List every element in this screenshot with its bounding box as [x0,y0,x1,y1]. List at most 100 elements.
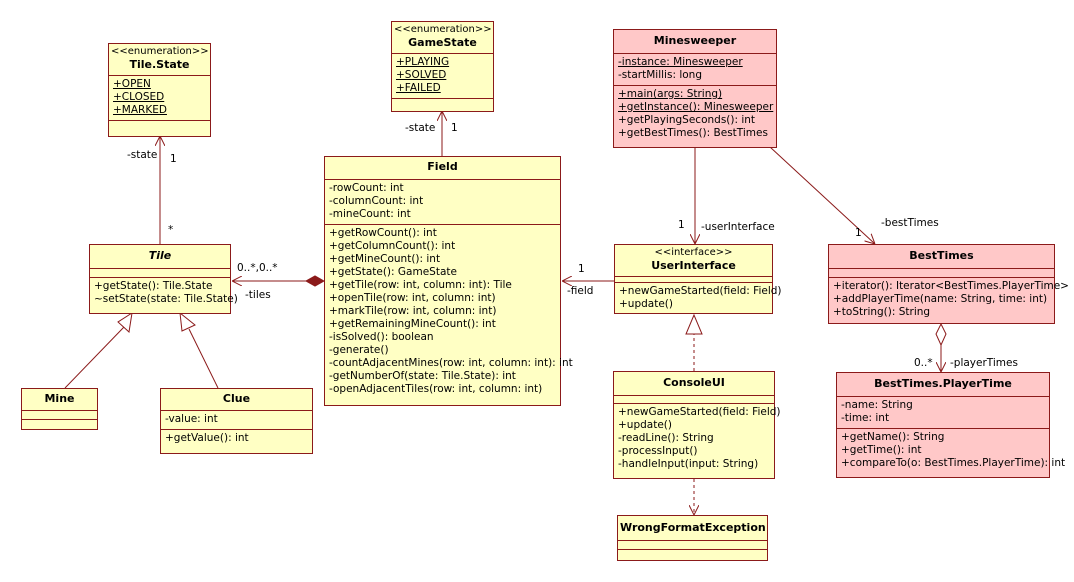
operations-section [618,550,767,556]
edge-mine-tile [64,326,125,389]
enum-literal: +PLAYING [396,56,450,68]
class-name: BestTimes.PlayerTime [874,377,1012,390]
operation: +newGameStarted(field: Field) [619,285,782,297]
operation: +getMineCount(): int [329,253,441,265]
enum-literal: +OPEN [113,78,151,90]
role-label-user-interface: -userInterface [701,221,775,233]
class-tile[interactable]: Tile +getState(): Tile.State ~setState(s… [89,244,238,314]
attribute: -name: String [841,399,913,411]
class-name: GameState [408,36,477,49]
class-best-times[interactable]: BestTimes +iterator(): Iterator<BestTime… [828,244,1069,324]
class-name: Field [427,160,458,173]
operation: +getBestTimes(): BestTimes [618,127,768,139]
realization-head [685,313,703,335]
multiplicity-field: 1 [578,263,585,275]
generalization-mine-head [117,311,133,333]
class-name: BestTimes [909,249,974,262]
enum-literal: +MARKED [113,104,167,116]
attribute: -value: int [165,413,218,425]
operation: +getRemainingMineCount(): int [329,318,496,330]
operation: -generate() [329,344,389,356]
class-game-state[interactable]: <<enumeration>> GameState +PLAYING +SOLV… [391,21,494,112]
class-tile-state[interactable]: <<enumeration>> Tile.State +OPEN +CLOSED… [108,43,211,137]
operation: +toString(): String [833,306,931,318]
operation: +iterator(): Iterator<BestTimes.PlayerTi… [833,280,1069,292]
operations-section [392,99,493,107]
multiplicity-tile-state: 1 [170,153,177,165]
role-label-field: -field [567,285,594,297]
operation: ~setState(state: Tile.State) [94,293,238,305]
operation: +markTile(row: int, column: int) [329,305,497,317]
operation: +getValue(): int [165,432,249,444]
operation: +getRowCount(): int [329,227,437,239]
multiplicity-game-state: 1 [451,122,458,134]
class-user-interface[interactable]: <<interface>> UserInterface +newGameStar… [614,244,782,314]
operations-section [109,121,210,129]
enum-literal: +SOLVED [396,69,447,81]
operation: +getName(): String [841,431,945,443]
class-name: WrongFormatException [620,521,766,534]
operation: +newGameStarted(field: Field) [618,406,781,418]
attributes-section [614,396,774,404]
operation: -handleInput(input: String) [618,458,759,470]
operation: +getTile(row: int, column: int): Tile [329,279,512,291]
attributes-section [618,541,767,550]
multiplicity-tiles: 0..*,0..* [237,262,278,274]
multiplicity-best-times: 1 [855,227,862,239]
operation: -readLine(): String [618,432,714,444]
aggregation-diamond [935,322,947,347]
stereotype: <<enumeration>> [111,46,209,57]
operation: +update() [619,298,673,310]
attributes-section [615,277,772,283]
operation: +getInstance(): Minesweeper [618,101,774,113]
class-console-ui[interactable]: ConsoleUI +newGameStarted(field: Field) … [613,371,781,479]
operations-section [22,420,97,426]
operation: -openAdjacentTiles(row: int, column: int… [329,383,543,395]
class-field[interactable]: Field -rowCount: int -columnCount: int -… [324,156,573,406]
operation: +getPlayingSeconds(): int [618,114,756,126]
operation: +compareTo(o: BestTimes.PlayerTime): int [841,457,1066,469]
attribute: -startMillis: long [618,69,702,81]
stereotype: <<interface>> [654,247,733,258]
operation: -countAdjacentMines(row: int, column: in… [329,357,573,369]
role-label-player-times: -playerTimes [950,357,1018,369]
attribute: -rowCount: int [329,182,404,194]
role-label-game-state: -state [405,122,436,134]
operation: -processInput() [618,445,698,457]
class-name: UserInterface [651,259,736,272]
class-minesweeper[interactable]: Minesweeper -instance: Minesweeper -star… [613,29,777,148]
class-wrong-format-exception[interactable]: WrongFormatException [617,515,768,561]
attributes-section [829,269,1054,278]
class-name: Tile [148,249,172,262]
class-name: Minesweeper [653,34,737,47]
attributes-section [22,411,97,420]
attribute: -mineCount: int [329,208,411,220]
class-mine[interactable]: Mine [21,388,98,430]
enum-literal: +FAILED [396,82,441,94]
multiplicity-tile: * [168,224,174,236]
class-player-time[interactable]: BestTimes.PlayerTime -name: String -time… [836,372,1066,478]
enum-literal: +CLOSED [113,91,165,103]
composition-diamond [304,275,326,287]
operation: -getNumberOf(state: Tile.State): int [329,370,516,382]
multiplicity-user-interface: 1 [678,219,685,231]
operation: -isSolved(): boolean [329,331,434,343]
operation: +getState(): GameState [329,266,457,278]
generalization-clue-head [179,311,196,332]
role-label-tile-state: -state [127,149,158,161]
operation: +getTime(): int [841,444,922,456]
attribute: -time: int [841,412,890,424]
role-label-tiles: -tiles [245,289,271,301]
operation: +main(args: String) [618,88,723,100]
class-name: Clue [222,392,251,405]
class-name: Mine [44,392,75,405]
operation: +addPlayerTime(name: String, time: int) [833,293,1048,305]
class-clue[interactable]: Clue -value: int +getValue(): int [160,388,313,454]
operation: +update() [618,419,672,431]
role-label-best-times: -bestTimes [881,217,939,229]
class-name: Tile.State [129,58,190,71]
operation: +getColumnCount(): int [329,240,456,252]
attributes-section [90,269,230,278]
